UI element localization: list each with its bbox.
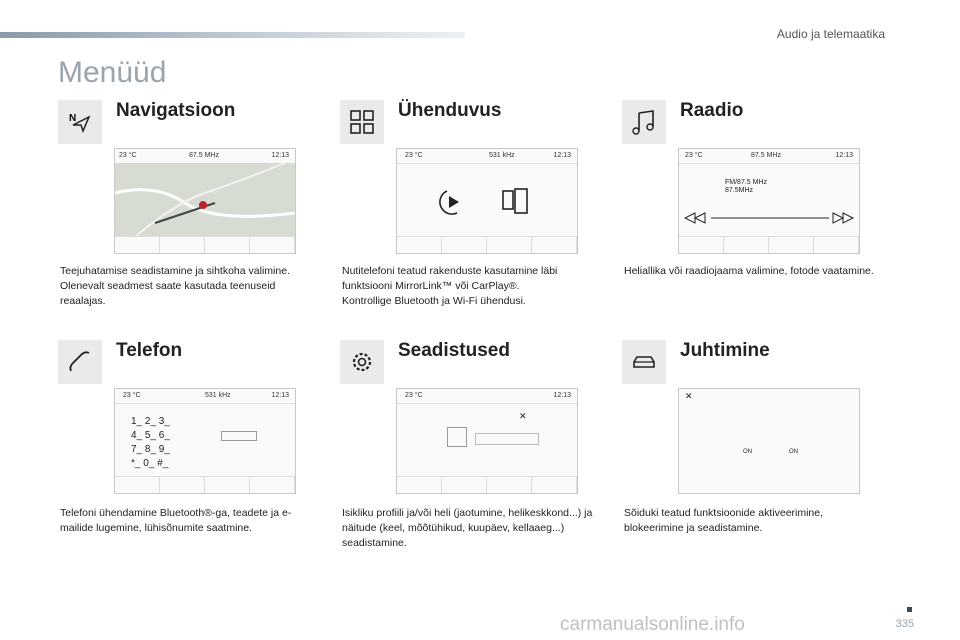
desc-line: Telefoni ühendamine Bluetooth®-ga, teade… [60,507,292,534]
card-title: Telefon [116,340,183,361]
temperature: 23 °C [119,152,137,159]
frequency: 87.5 MHz [189,152,219,159]
desc-line: Isikliku profiili ja/või heli (jaotumine… [342,507,593,549]
svg-text:N: N [69,113,76,124]
clock: 12:13 [271,152,289,159]
card-title: Raadio [680,100,744,121]
status-bar: 23 °C 12:13 [397,389,577,404]
desc-line: Olenevalt seadmest saate kasutada teenus… [60,280,276,307]
status-badge: ON [789,449,798,455]
frequency: 87.5 MHz [751,152,781,159]
phone-handset-icon [58,340,102,384]
clock: 12:13 [553,392,571,399]
card-title: Juhtimine [680,340,770,361]
card-title: Ühenduvus [398,100,502,121]
close-icon[interactable]: ✕ [685,391,693,401]
keypad-row[interactable]: *_ 0_ #_ [131,458,169,469]
softkeys [397,476,577,493]
page-heading: Menüüd [58,56,167,89]
section-title: Audio ja telemaatika [776,27,885,41]
keypad: 1_ 2_ 3_ 4_ 5_ 6_ 7_ 8_ 9_ *_ 0_ #_ [131,415,170,471]
card-description: Nutitelefoni teatud rakenduste kasutamin… [342,264,597,309]
profile-field [475,433,539,445]
keypad-row[interactable]: 4_ 5_ 6_ [131,430,170,441]
grid-icon [340,100,384,144]
page-number: 335 [895,618,914,630]
driving-screen: ✕ ON ON [678,388,860,494]
desc-line: Sõiduki teatud funktsioonide aktiveerimi… [624,507,824,534]
status-badge: ON [743,449,752,455]
gear-icon [340,340,384,384]
map-view [115,162,295,238]
profile-icon[interactable] [447,427,467,447]
tuning-bar [683,212,855,224]
temperature: 23 °C [405,392,423,399]
mirrorlink-carplay-icons [439,188,528,215]
navigation-screen: 23 °C 87.5 MHz 12:13 [114,148,296,254]
keypad-row[interactable]: 7_ 8_ 9_ [131,444,170,455]
frequency: 531 kHz [489,152,515,159]
station-frequency: 87.5MHz [725,187,754,194]
status-bar: 23 °C 531 kHz 12:13 [115,389,295,404]
connectivity-screen: 23 °C 531 kHz 12:13 [396,148,578,254]
desc-line: Kontrollige Bluetooth ja Wi-Fi ühendusi. [342,295,526,307]
radio-screen: 23 °C 87.5 MHz 12:13 FM/87.5 MHz 87.5MHz [678,148,860,254]
clock: 12:13 [271,392,289,399]
keypad-row[interactable]: 1_ 2_ 3_ [131,416,170,427]
card-title: Seadistused [398,340,510,361]
card-description: Sõiduki teatud funktsioonide aktiveerimi… [624,506,879,536]
close-icon[interactable]: ✕ [519,411,527,421]
navigation-arrow-icon: N [58,100,102,144]
softkeys [679,236,859,253]
header-bar [0,32,465,38]
status-bar: 23 °C 87.5 MHz 12:13 [115,149,295,164]
number-field [221,431,257,441]
station-info: FM/87.5 MHz 87.5MHz [725,179,767,195]
desc-line: Nutitelefoni teatud rakenduste kasutamin… [342,265,558,292]
card-description: Isikliku profiili ja/või heli (jaotumine… [342,506,597,551]
page-marker [907,607,912,612]
card-description: Teejuhatamise seadistamine ja sihtkoha v… [60,264,315,309]
temperature: 23 °C [123,392,141,399]
clock: 12:13 [553,152,571,159]
temperature: 23 °C [405,152,423,159]
clock: 12:13 [835,152,853,159]
desc-line: Heliallika või raadiojaama valimine, fot… [624,265,874,277]
car-icon [622,340,666,384]
softkeys [115,476,295,493]
status-bar: 23 °C 87.5 MHz 12:13 [679,149,859,164]
desc-line: Teejuhatamise seadistamine ja sihtkoha v… [60,265,290,277]
card-description: Heliallika või raadiojaama valimine, fot… [624,264,879,279]
settings-screen: 23 °C 12:13 ✕ [396,388,578,494]
watermark: carmanualsonline.info [560,614,745,635]
music-note-icon [622,100,666,144]
telephone-screen: 23 °C 531 kHz 12:13 1_ 2_ 3_ 4_ 5_ 6_ 7_… [114,388,296,494]
station-label: FM/87.5 MHz [725,179,768,186]
frequency: 531 kHz [205,392,231,399]
temperature: 23 °C [685,152,703,159]
status-bar: 23 °C 531 kHz 12:13 [397,149,577,164]
card-description: Telefoni ühendamine Bluetooth®-ga, teade… [60,506,315,536]
card-title: Navigatsioon [116,100,236,121]
softkeys [397,236,577,253]
softkeys [115,236,295,253]
